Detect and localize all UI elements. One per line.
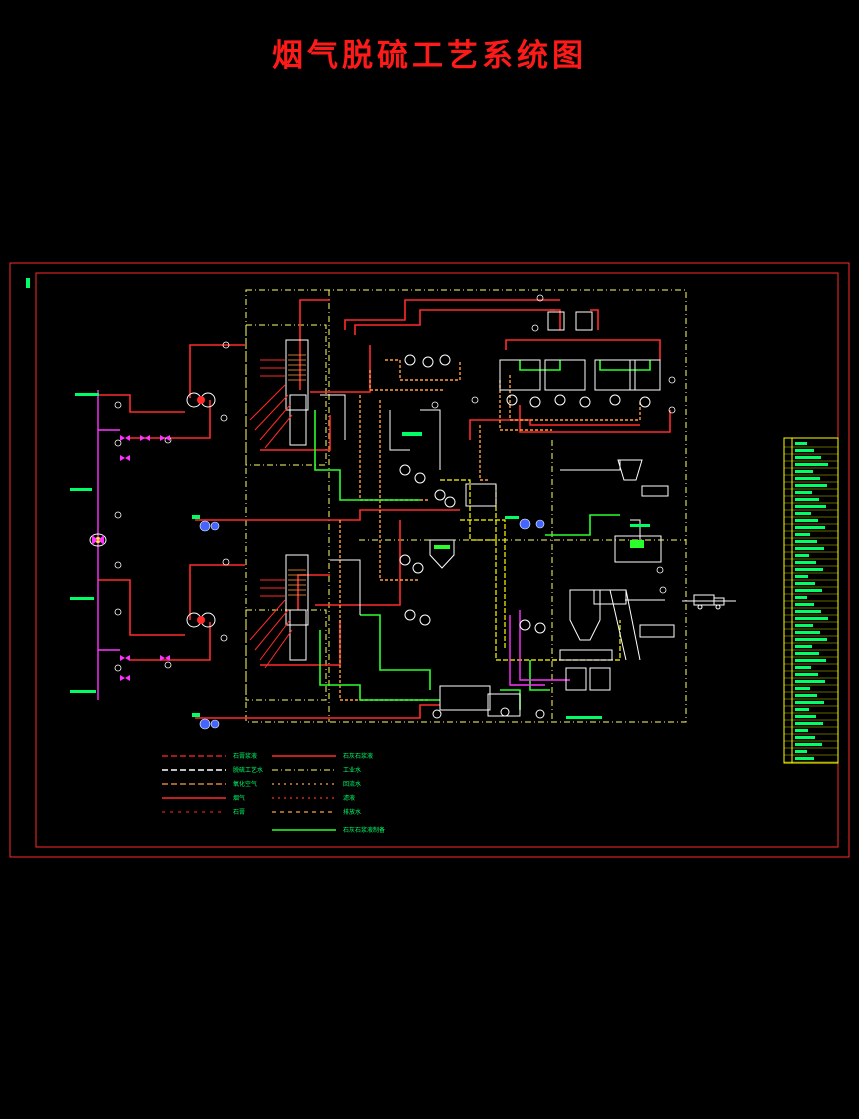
equipment-row-text (795, 631, 820, 634)
equipment-row-text (795, 666, 811, 669)
equipment-row-text (795, 554, 809, 557)
instrument-tags (114, 294, 676, 672)
equipment-row-text (795, 589, 822, 592)
equipment-row-text (795, 582, 815, 585)
equipment-row-text (795, 505, 826, 508)
equipment-row-text (795, 645, 812, 648)
legend-label-5: 石灰石浆液 (343, 752, 373, 760)
equipment-row-text (795, 610, 821, 613)
legend-label-3: 烟气 (233, 794, 245, 802)
legend: 石膏浆液 脱硫工艺水 氧化空气 烟气 石膏 石灰石浆液 工业水 回流水 滤液 排… (162, 752, 385, 834)
gypsum-tank (429, 539, 455, 569)
wet-ball-mill (614, 535, 662, 563)
equipment-row-text (795, 491, 812, 494)
equipment-row-text (795, 456, 821, 459)
slurry-lines (339, 359, 641, 701)
booster-fan-lower (186, 612, 216, 628)
limestone-silo (617, 459, 669, 497)
equipment-row-text (795, 442, 807, 445)
equipment-row-text (795, 470, 813, 473)
legend-label-6: 工业水 (343, 766, 361, 774)
flue-gas-lines (98, 299, 671, 719)
legend-label-7: 回流水 (343, 780, 361, 788)
equipment-row-text (795, 673, 818, 676)
equipment-row-text (795, 519, 818, 522)
equipment-row-text (795, 638, 827, 641)
chemical-lines (97, 390, 570, 700)
page-title: 烟气脱硫工艺系统图 (272, 38, 587, 74)
equipment-row-text (795, 512, 811, 515)
equipment-row-text (795, 694, 817, 697)
legend-label-8: 滤液 (343, 794, 355, 802)
process-pumps (399, 354, 546, 719)
truck-icon (682, 594, 736, 610)
drain-lines (314, 360, 651, 710)
inlet-labels (70, 393, 99, 693)
equipment-row-text (795, 547, 824, 550)
equipment-row-text (795, 596, 807, 599)
equipment-row-text (795, 533, 810, 536)
equipment-row-text (795, 498, 819, 501)
equipment-row-text (795, 687, 810, 690)
equipment-row-text (795, 484, 827, 487)
equipment-row-text (795, 743, 822, 746)
legend-label-1: 脱硫工艺水 (233, 766, 263, 774)
equipment-row-text (795, 715, 816, 718)
absorber-lower (285, 554, 309, 661)
equipment-row-text (795, 750, 807, 753)
equipment-row-text (795, 603, 814, 606)
equipment-row-text (795, 477, 820, 480)
corner-mark (26, 278, 30, 288)
blue-text-marks (192, 432, 650, 719)
legend-label-2: 氧化空气 (233, 780, 257, 788)
equipment-row-text (795, 624, 813, 627)
vacuum-belt-filter (559, 649, 613, 691)
equipment-row-text (795, 449, 814, 452)
equipment-row-text (795, 722, 823, 725)
equipment-row-text (795, 659, 826, 662)
equipment-row-text (795, 540, 817, 543)
equipment-row-text (795, 757, 814, 760)
outer-frame (9, 262, 850, 858)
equipment-row-text (795, 708, 809, 711)
water-lines (320, 394, 641, 615)
sump-pumps (199, 518, 545, 730)
spray-headers (249, 359, 293, 669)
equipment-row-text (795, 652, 819, 655)
equipment-row-text (795, 617, 828, 620)
equipment-row-text (795, 729, 808, 732)
legend-label-0: 石膏浆液 (233, 752, 257, 760)
legend-label-4: 石膏 (233, 808, 245, 816)
booster-fan-upper (186, 392, 216, 408)
legend-label-9: 排放水 (343, 808, 361, 816)
equipment-row-text (795, 568, 823, 571)
equipment-row-text (795, 463, 828, 466)
legend-label-10: 石灰石浆液制备 (343, 826, 385, 834)
equipment-row-text (795, 575, 808, 578)
equipment-list (783, 437, 839, 764)
equipment-row-text (795, 736, 815, 739)
absorber-upper (285, 339, 309, 446)
gypsum-silo (569, 589, 675, 661)
equipment-row-text (795, 561, 816, 564)
inner-frame (35, 272, 839, 848)
absorber-recycle-pumps (499, 311, 661, 408)
equipment-row-text (795, 526, 825, 529)
equipment-row-text (795, 701, 824, 704)
valves (92, 435, 170, 681)
equipment-row-text (795, 680, 825, 683)
